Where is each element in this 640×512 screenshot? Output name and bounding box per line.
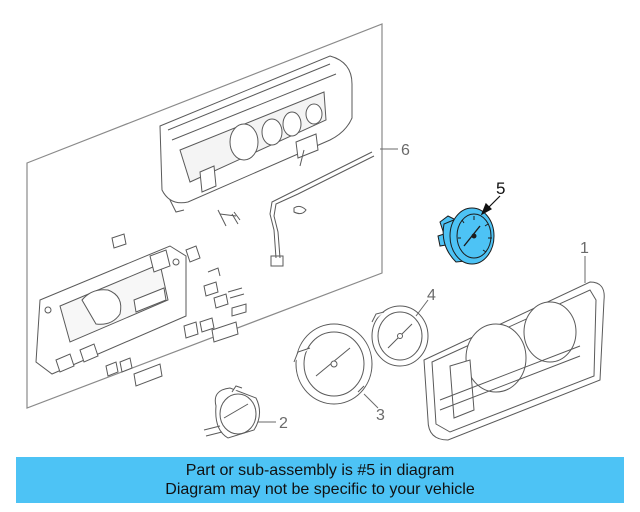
leader-arrow-5 (480, 195, 501, 216)
callout-number-2: 2 (279, 415, 288, 432)
info-banner: Part or sub-assembly is #5 in diagram Di… (16, 457, 624, 503)
part-2-small-gauge[interactable] (203, 385, 260, 439)
callout-number-5: 5 (496, 179, 505, 198)
hardware-bulbs-and-screws (105, 211, 247, 387)
callout-number-3: 3 (376, 407, 385, 424)
printed-circuit-board (35, 245, 187, 375)
leader-line-3 (363, 393, 379, 409)
assembly-outline (26, 23, 383, 409)
banner-line-disclaimer: Diagram may not be specific to your vehi… (165, 481, 475, 498)
callout-number-1: 1 (580, 240, 589, 257)
part-5-gauge-highlighted[interactable] (437, 207, 495, 265)
part-3-speedometer[interactable] (293, 323, 373, 405)
part-4-tachometer[interactable] (371, 305, 429, 367)
callout-number-4: 4 (427, 287, 436, 304)
callout-number-6: 6 (401, 142, 410, 159)
parts-diagram: 1 2 3 4 5 6 (26, 23, 605, 441)
part-6-cluster-housing[interactable] (159, 55, 353, 227)
banner-line-part-number: Part or sub-assembly is #5 in diagram (185, 462, 455, 479)
part-1-cluster-lens[interactable] (423, 281, 605, 441)
part-6-cable (269, 151, 375, 267)
leader-line-4 (415, 299, 429, 317)
